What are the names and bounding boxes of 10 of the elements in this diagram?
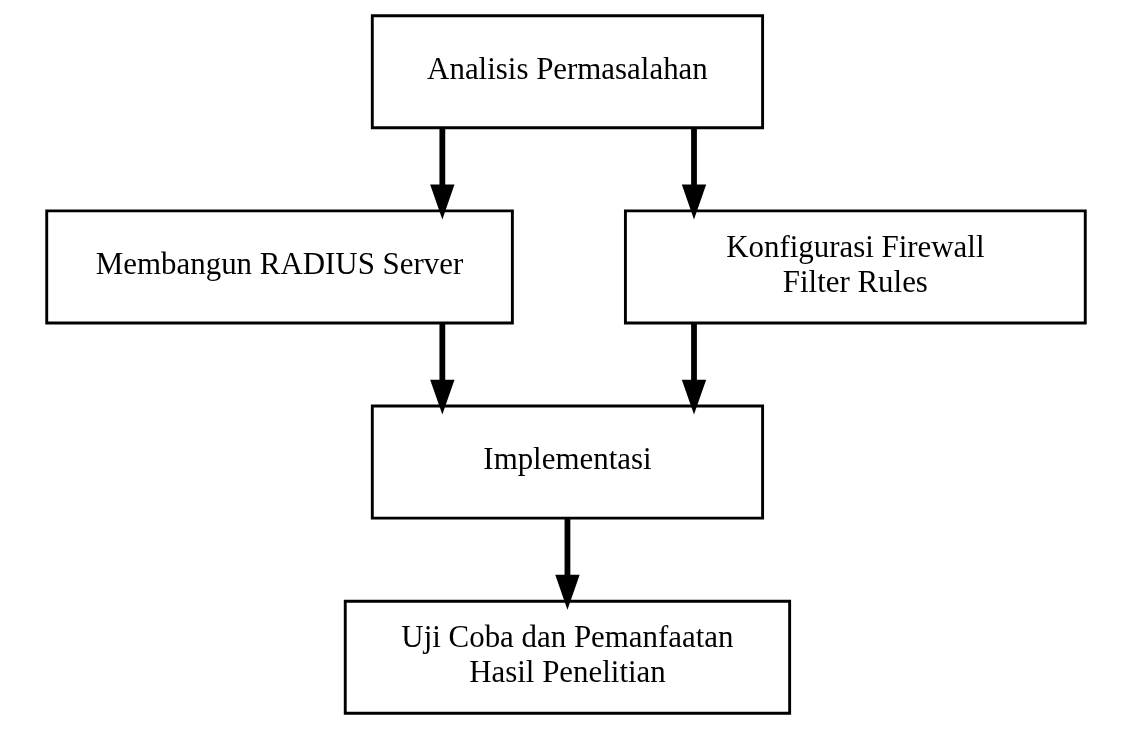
arrow bbox=[681, 323, 707, 415]
node-box: Implementasi bbox=[370, 404, 765, 520]
arrow bbox=[430, 128, 455, 220]
node-box: Membangun RADIUS Server bbox=[45, 209, 514, 325]
arrow bbox=[555, 518, 580, 610]
node-box: Konfigurasi Firewall Filter Rules bbox=[623, 209, 1087, 325]
arrow bbox=[681, 128, 707, 220]
arrow bbox=[430, 323, 455, 415]
node-box: Analisis Permasalahan bbox=[370, 14, 765, 130]
node-box: Uji Coba dan Pemanfaatan Hasil Penelitian bbox=[343, 599, 792, 715]
